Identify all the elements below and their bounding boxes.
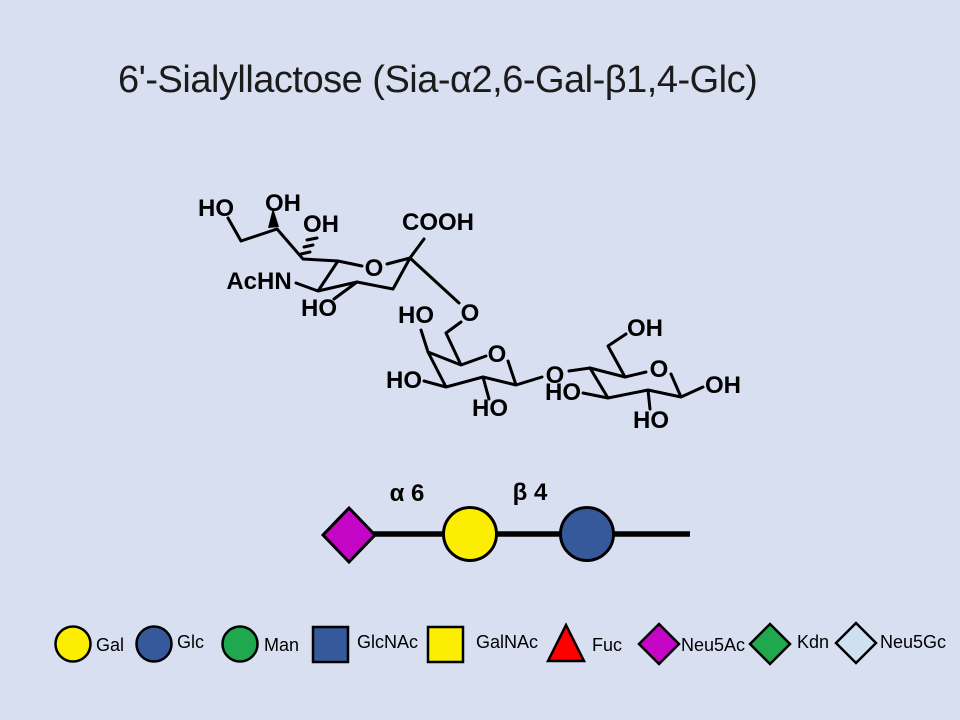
legend-label-glc: Glc	[177, 632, 204, 652]
glc-circle-icon	[135, 625, 173, 663]
atom-label-oh-glc-c1: OH	[705, 372, 741, 399]
neu5ac-diamond-icon	[637, 622, 681, 666]
gal-circle-node	[442, 506, 498, 562]
atom-label-achn: AcHN	[226, 268, 291, 295]
legend-label-neu5gc: Neu5Gc	[880, 632, 946, 652]
atom-label-cooh: COOH	[402, 209, 474, 236]
galnac-square-icon	[426, 625, 465, 664]
atom-label-ho-glc-c3: HO	[545, 379, 581, 406]
wedge-bond	[268, 208, 279, 228]
galactose-bonds	[419, 320, 592, 401]
legend: Gal Glc Man GlcNAc GalNAc Fuc Neu5Ac Kd	[54, 621, 946, 666]
man-circle-icon	[221, 625, 259, 663]
atom-label-o-2-6: O	[461, 300, 480, 327]
atom-label-o-gal-ring: O	[488, 341, 507, 368]
legend-item-fuc: Fuc	[545, 622, 622, 663]
atom-label-o-1-4: O	[546, 362, 565, 389]
legend-item-glcnac: GlcNAc	[311, 625, 418, 664]
atom-label-ho-gal-c4: HO	[398, 302, 434, 329]
kdn-diamond-icon	[748, 622, 792, 666]
fuc-triangle-icon	[545, 622, 587, 663]
chemical-structure: HO OH OH COOH O AcHN HO O HO O HO HO O H…	[198, 190, 741, 434]
legend-label-neu5ac: Neu5Ac	[681, 635, 745, 655]
glcnac-square-icon	[311, 625, 350, 664]
linkage-label-alpha6: α 6	[390, 480, 425, 507]
legend-item-man: Man	[221, 625, 299, 663]
legend-item-kdn: Kdn	[748, 622, 829, 666]
neu5gc-diamond-icon	[834, 621, 878, 665]
legend-item-glc: Glc	[135, 625, 204, 663]
atom-label-ho-glc-c2: HO	[633, 407, 669, 434]
legend-label-fuc: Fuc	[592, 635, 622, 655]
atom-label-oh-sia-c7: OH	[303, 211, 339, 238]
atom-label-oh-glc-c6: OH	[627, 315, 663, 342]
gal-circle-icon	[54, 625, 92, 663]
dashed-bond	[299, 236, 319, 256]
glucose-bonds	[581, 332, 705, 411]
glc-circle-node	[559, 506, 615, 562]
atom-label-ho-sia-c9: HO	[198, 195, 234, 222]
legend-label-kdn: Kdn	[797, 632, 829, 652]
legend-label-glcnac: GlcNAc	[357, 632, 418, 652]
legend-label-gal: Gal	[96, 635, 124, 655]
legend-item-galnac: GalNAc	[426, 625, 538, 664]
atom-label-ho-sia-c4: HO	[301, 295, 337, 322]
legend-label-galnac: GalNAc	[476, 632, 538, 652]
atom-label-o-glc-ring: O	[650, 356, 669, 383]
glycan-cartoon: α 6 β 4	[320, 479, 690, 565]
atom-label-ho-gal-c3: HO	[386, 367, 422, 394]
atom-label-oh-sia-c8: OH	[265, 190, 301, 217]
legend-item-gal: Gal	[54, 625, 124, 663]
legend-item-neu5gc: Neu5Gc	[834, 621, 946, 665]
atom-label-o-sia-ring: O	[365, 255, 384, 282]
legend-item-neu5ac: Neu5Ac	[637, 622, 745, 666]
legend-label-man: Man	[264, 635, 299, 655]
atom-label-ho-gal-c2: HO	[472, 395, 508, 422]
neu5ac-diamond-node	[320, 505, 378, 565]
sialic-acid-bonds	[226, 216, 461, 305]
page-title: 6'-Sialyllactose (Sia-α2,6-Gal-β1,4-Glc)	[118, 59, 757, 101]
linkage-label-beta4: β 4	[513, 479, 548, 506]
